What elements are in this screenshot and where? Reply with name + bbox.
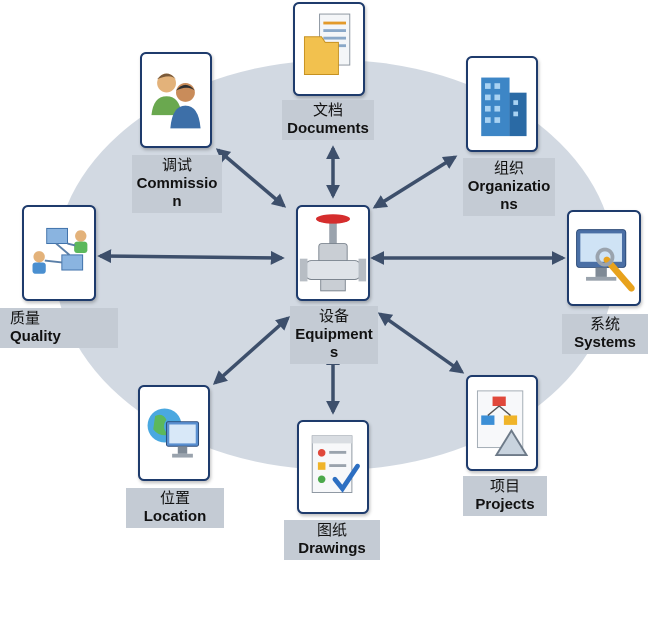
drawings-icon-box[interactable]	[297, 420, 369, 514]
systems-label-en: Systems	[574, 334, 636, 351]
projects-label: 项目 Projects	[463, 476, 547, 516]
organizations-icon-box[interactable]	[466, 56, 538, 152]
organizations-label-en: Organizations	[467, 178, 551, 213]
people-icon	[151, 73, 201, 129]
organizations-label-zh: 组织	[493, 160, 524, 177]
drawing-document-icon	[311, 435, 360, 493]
location-icon-box[interactable]	[138, 385, 210, 481]
equipments-label-zh: 设备	[318, 308, 349, 325]
systems-label: 系统 Systems	[562, 314, 648, 354]
arrow-projects	[377, 312, 465, 374]
systems-label-zh: 系统	[589, 316, 620, 333]
commission-label-en: Commission	[136, 175, 218, 210]
arrow-location	[212, 316, 291, 385]
drawings-label-en: Drawings	[298, 540, 366, 557]
documents-folder-icon	[303, 13, 351, 75]
projects-label-zh: 项目	[489, 478, 520, 495]
building-icon	[481, 77, 527, 137]
projects-icon-box[interactable]	[466, 375, 538, 471]
organizations-label: 组织 Organizations	[463, 158, 555, 216]
arrow-commission	[215, 148, 287, 208]
documents-label: 文档 Documents	[282, 100, 374, 140]
drawings-label-zh: 图纸	[316, 522, 347, 539]
drawings-label: 图纸 Drawings	[284, 520, 380, 560]
location-label-en: Location	[143, 508, 207, 525]
quality-label-en: Quality	[10, 328, 61, 345]
commission-label-zh: 调试	[161, 157, 192, 174]
location-label: 位置 Location	[126, 488, 224, 528]
flowchart-icon	[476, 390, 529, 457]
globe-monitor-icon	[147, 408, 200, 458]
documents-icon-box[interactable]	[293, 2, 365, 96]
monitor-wrench-icon	[576, 229, 635, 292]
network-users-icon	[32, 227, 88, 274]
systems-icon-box[interactable]	[567, 210, 641, 306]
equipments-label: 设备 Equipments	[290, 306, 378, 364]
projects-label-en: Projects	[475, 496, 535, 513]
valve-icon	[299, 214, 367, 292]
documents-label-en: Documents	[287, 120, 369, 137]
location-label-zh: 位置	[159, 490, 190, 507]
documents-label-zh: 文档	[312, 102, 343, 119]
quality-label-zh: 质量	[10, 310, 41, 327]
equipments-label-en: Equipments	[295, 326, 373, 361]
equipments-icon-box[interactable]	[296, 205, 370, 301]
arrow-organizations	[372, 155, 458, 209]
commission-label: 调试 Commission	[132, 155, 222, 213]
quality-icon-box[interactable]	[22, 205, 96, 301]
quality-label: 质量 Quality	[0, 308, 118, 348]
commission-icon-box[interactable]	[140, 52, 212, 148]
arrow-quality	[97, 249, 285, 265]
